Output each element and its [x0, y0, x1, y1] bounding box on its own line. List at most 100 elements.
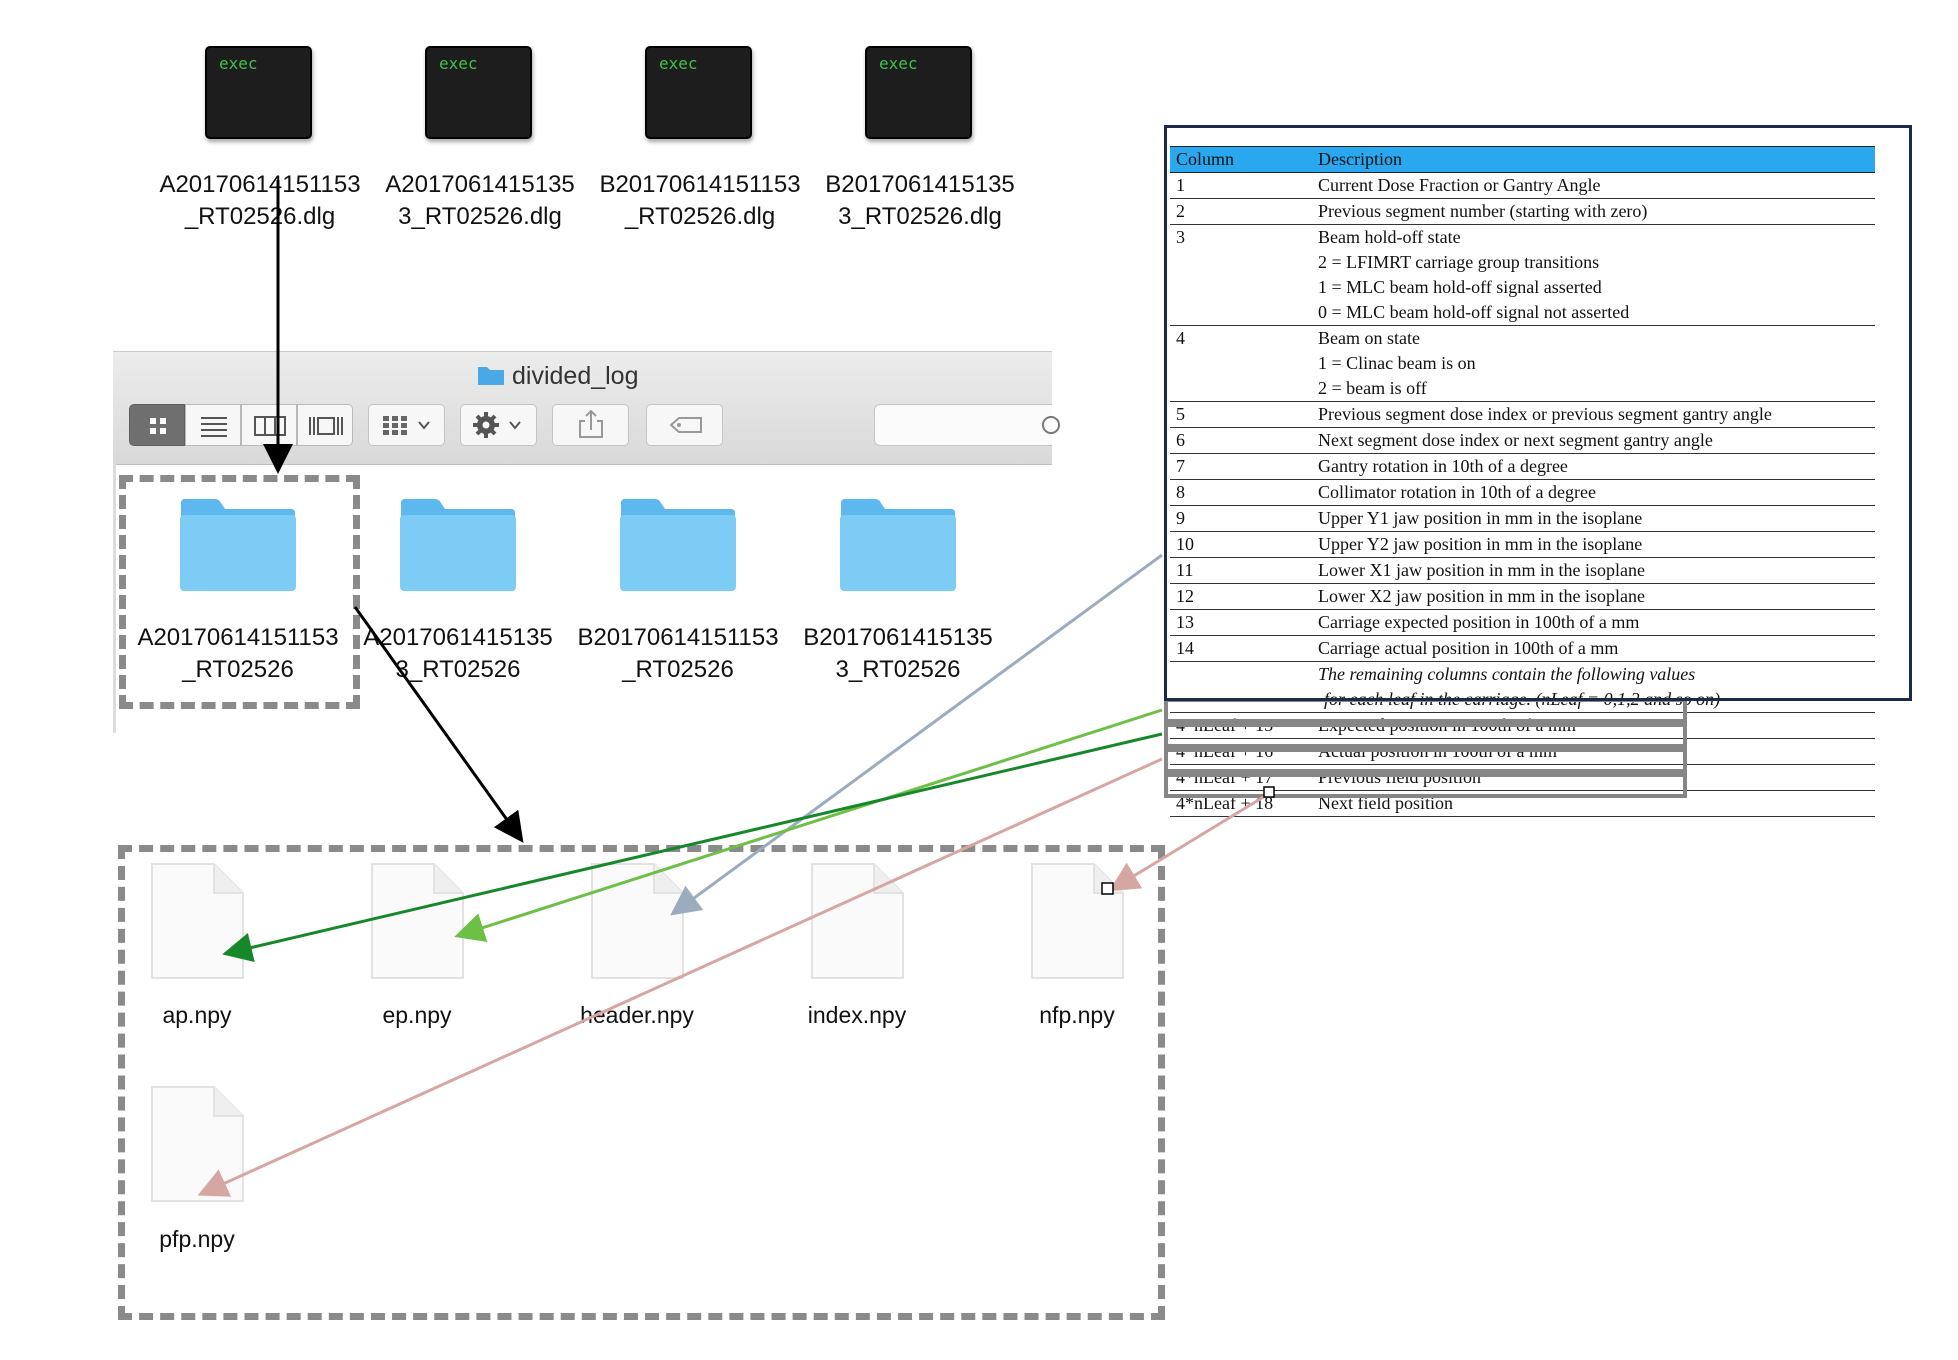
description-line: Lower X1 jaw position in mm in the isopl… [1318, 560, 1645, 580]
folder-name-line1: A2017061415135 [363, 624, 553, 651]
icon-view-button[interactable] [129, 404, 185, 446]
note-line: The remaining columns contain the follow… [1318, 664, 1696, 684]
search-icon [1042, 416, 1060, 434]
column-description: Previous segment dose index or previous … [1312, 401, 1875, 428]
cover-flow-button[interactable] [297, 404, 353, 446]
description-line: Lower X2 jaw position in mm in the isopl… [1318, 586, 1645, 606]
column-number: 13 [1170, 609, 1312, 636]
description-line: Collimator rotation in 10th of a degree [1318, 482, 1596, 502]
handle-square[interactable] [1101, 882, 1114, 895]
column-number: 12 [1170, 583, 1312, 610]
column-header: Column [1170, 146, 1312, 173]
file-name-line2: _RT02526.dlg [624, 203, 776, 230]
folder-name-line2: _RT02526 [622, 656, 734, 683]
file-name: nfp.npy [1039, 1002, 1115, 1028]
handle-square[interactable] [1263, 786, 1275, 798]
arrange-grid-icon [383, 416, 430, 435]
file-name-line1: B20170614151153 [599, 171, 801, 198]
list-view-button[interactable] [185, 404, 241, 446]
folder-icon [620, 499, 736, 591]
description-line: 0 = MLC beam hold-off signal not asserte… [1318, 302, 1630, 322]
tag-icon [669, 417, 702, 433]
columns-icon [254, 416, 286, 436]
file-name-line1: B2017061415135 [825, 171, 1015, 198]
leaf-row-highlight-4 [1164, 773, 1687, 798]
search-field[interactable] [874, 404, 1060, 446]
column-number: 9 [1170, 505, 1312, 532]
folder-icon [180, 499, 296, 591]
column-number: 4 [1170, 325, 1312, 402]
column-number: 10 [1170, 531, 1312, 558]
table-frame [1164, 125, 1912, 701]
arrow-next-to-nfp [1108, 791, 1271, 892]
document-icon [811, 863, 904, 979]
description-line: Previous segment dose index or previous … [1318, 404, 1772, 424]
description-line: Upper Y1 jaw position in mm in the isopl… [1318, 508, 1643, 528]
arrow-header-to-header-npy [670, 553, 1163, 916]
file-name: ap.npy [162, 1002, 232, 1028]
empty-cell [1170, 661, 1312, 713]
arrow-actual-to-ap [222, 732, 1163, 963]
column-number: 6 [1170, 427, 1312, 454]
description-line: Current Dose Fraction or Gantry Angle [1318, 175, 1601, 195]
column-description: Lower X2 jaw position in mm in the isopl… [1312, 583, 1875, 610]
arrow-previous-to-pfp [197, 757, 1163, 1197]
description-line: Beam hold-off state [1318, 227, 1461, 247]
chevron-down-icon [418, 421, 430, 430]
terminal-icon: exec [205, 46, 312, 139]
description-header: Description [1312, 146, 1875, 173]
description-line: 2 = beam is off [1318, 378, 1427, 398]
action-button[interactable] [460, 404, 537, 446]
column-description: Previous segment number (starting with z… [1312, 198, 1875, 225]
column-number: 8 [1170, 479, 1312, 506]
file-name: index.npy [807, 1002, 907, 1028]
leaf-row-highlight-2 [1164, 723, 1687, 748]
column-description: Gantry rotation in 10th of a degree [1312, 453, 1875, 480]
folder-name-line2: 3_RT02526 [835, 656, 961, 683]
column-description: Current Dose Fraction or Gantry Angle [1312, 172, 1875, 199]
window-title: divided_log [512, 362, 639, 390]
arrow-folder-to-files [353, 606, 524, 843]
list-icon [201, 417, 227, 437]
table-row: 9 Upper Y1 jaw position in mm in the isop… [1170, 505, 1875, 532]
folder-icon [478, 367, 504, 385]
folder-icon [400, 499, 516, 591]
file-name-line1: A2017061415135 [385, 171, 575, 198]
grid-icon [150, 418, 166, 434]
file-name: ep.npy [382, 1002, 452, 1028]
description-line: 1 = MLC beam hold-off signal asserted [1318, 277, 1602, 297]
table-row: 11 Lower X1 jaw position in mm in the iso… [1170, 557, 1875, 584]
leaf-row-highlight-3 [1164, 748, 1687, 773]
description-line: 1 = Clinac beam is on [1318, 353, 1476, 373]
share-button[interactable] [552, 404, 629, 446]
cover-flow-icon [309, 417, 343, 435]
document-icon [151, 863, 244, 979]
folder-name-line1: A20170614151153 [137, 624, 339, 651]
file-name: pfp.npy [159, 1226, 235, 1252]
description-line: Upper Y2 jaw position in mm in the isopl… [1318, 534, 1643, 554]
terminal-icon: exec [425, 46, 532, 139]
file-name-line1: A20170614151153 [159, 171, 361, 198]
folder-name-line1: B20170614151153 [577, 624, 779, 651]
table-row: 8 Collimator rotation in 10th of a degree [1170, 479, 1875, 506]
terminal-icon: exec [865, 46, 972, 139]
tag-button[interactable] [646, 404, 723, 446]
column-description: Upper Y2 jaw position in mm in the isopl… [1312, 531, 1875, 558]
table-row: 1 Current Dose Fraction or Gantry Angle [1170, 172, 1875, 199]
arrange-button[interactable] [368, 404, 445, 446]
file-name-line2: 3_RT02526.dlg [838, 203, 1002, 230]
folder-name-line2: 3_RT02526 [395, 656, 521, 683]
column-number: 11 [1170, 557, 1312, 584]
share-icon [579, 409, 603, 438]
column-description: Next segment dose index or next segment … [1312, 427, 1875, 454]
column-number: 2 [1170, 198, 1312, 225]
folder-icon [840, 499, 956, 591]
column-number: 1 [1170, 172, 1312, 199]
